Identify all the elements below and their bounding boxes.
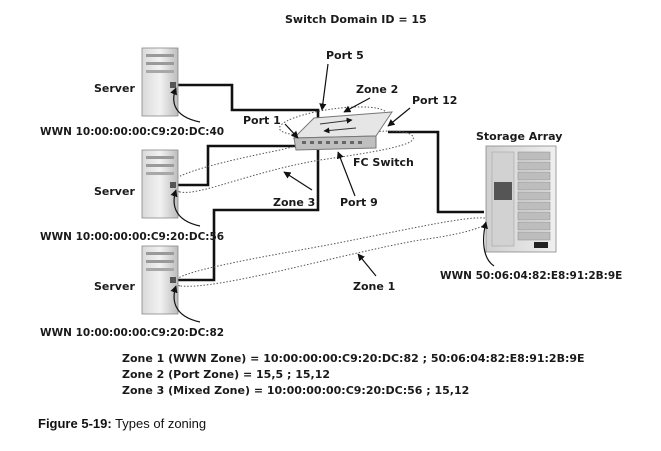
server1-wwn: WWN 10:00:00:00:C9:20:DC:40 [40,126,224,138]
arrow-storage [480,221,495,267]
port1-label: Port 1 [243,114,281,127]
server2-label: Server [94,185,135,198]
zone3-outline [169,130,414,193]
arrow-zone3 [283,171,313,191]
port12-label: Port 12 [412,94,457,107]
caption-number: Figure 5-19: [38,416,112,431]
server3-wwn: WWN 10:00:00:00:C9:20:DC:82 [40,327,224,339]
server1-label: Server [94,82,135,95]
fc-switch [292,111,393,151]
switch-label: FC Switch [353,156,414,169]
legend-zone3: Zone 3 (Mixed Zone) = 10:00:00:00:C9:20:… [122,384,470,397]
port5-label: Port 5 [326,49,364,62]
cable-port12-storage [388,130,484,214]
server2-wwn: WWN 10:00:00:00:C9:20:DC:56 [40,231,224,243]
storage-array [485,145,557,253]
port9-label: Port 9 [340,196,378,209]
arrow-server3 [170,285,201,323]
pointer-arrows [170,63,495,323]
arrow-server1 [170,87,201,123]
server-1 [141,47,179,117]
legend-zone2: Zone 2 (Port Zone) = 15,5 ; 15,12 [122,368,331,381]
storage-label: Storage Array [476,130,562,143]
zone2-label: Zone 2 [356,83,398,96]
arrow-port9 [336,151,356,197]
cable-server2-port1 [178,144,300,187]
zone1-label: Zone 1 [353,280,395,293]
figure-caption: Figure 5-19: Types of zoning [38,416,206,431]
server3-label: Server [94,280,135,293]
cable-server1-port5 [178,83,320,128]
arrow-zone1 [357,253,377,277]
switch-domain-title: Switch Domain ID = 15 [285,13,427,26]
arrow-zone2 [343,97,371,113]
cables [178,83,484,282]
zone1-outline [174,217,489,287]
arrow-server2 [170,189,201,227]
storage-wwn: WWN 50:06:04:82:E8:91:2B:9E [440,270,622,282]
arrow-port5 [319,63,329,111]
caption-text: Types of zoning [115,416,207,431]
arrow-port12 [387,107,411,127]
cable-server3-port9 [178,150,320,282]
zone3-label: Zone 3 [273,196,315,209]
legend-zone1: Zone 1 (WWN Zone) = 10:00:00:00:C9:20:DC… [122,352,585,365]
server-2 [141,149,179,219]
arrow-port1 [284,123,299,139]
server-3 [141,245,179,315]
